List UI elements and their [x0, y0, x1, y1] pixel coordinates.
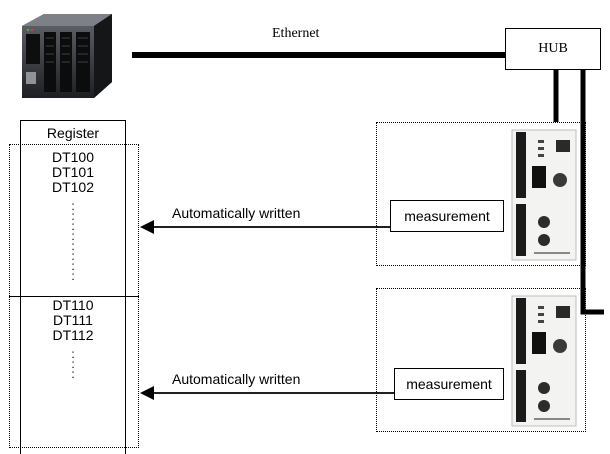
auto-written-label-top: Automatically written	[172, 205, 301, 221]
register-column	[20, 144, 126, 454]
ethernet-label: Ethernet	[272, 26, 320, 41]
hub-label: HUB	[538, 41, 568, 56]
measurement-label: measurement	[404, 208, 490, 224]
register-header-label: Register	[46, 124, 100, 141]
register-entry: DT110	[52, 297, 94, 313]
sensor-unit-image-2	[511, 295, 577, 427]
register-group-1: DT100 DT101 DT102 : : : : : : : :	[20, 149, 126, 283]
measurement-box-2: measurement	[394, 368, 504, 400]
sensor-group-1	[376, 122, 586, 266]
plc-device-image	[22, 14, 112, 98]
register-entry: DT112	[52, 327, 94, 343]
auto-written-label-bottom: Automatically written	[172, 371, 301, 387]
register-ellipsis: : : : : : : : :	[71, 199, 75, 283]
register-group-2: DT110 DT111 DT112 : : :	[20, 297, 126, 381]
arrow-bottom-head	[140, 386, 154, 400]
register-header: Register	[20, 120, 126, 144]
hub-box: HUB	[505, 28, 601, 70]
sensor-unit-image-1	[511, 129, 577, 261]
register-divider	[9, 296, 139, 297]
sensor-group-2	[376, 288, 586, 432]
register-entry: DT101	[51, 164, 95, 180]
measurement-box-1: measurement	[390, 200, 504, 232]
register-ellipsis: : : :	[71, 347, 75, 381]
register-entry: DT102	[51, 179, 95, 195]
register-entry: DT100	[51, 149, 95, 165]
arrow-top-head	[140, 220, 154, 234]
measurement-label: measurement	[406, 376, 492, 392]
hub-to-module-2-cable	[580, 70, 604, 315]
register-entry: DT111	[53, 312, 93, 328]
